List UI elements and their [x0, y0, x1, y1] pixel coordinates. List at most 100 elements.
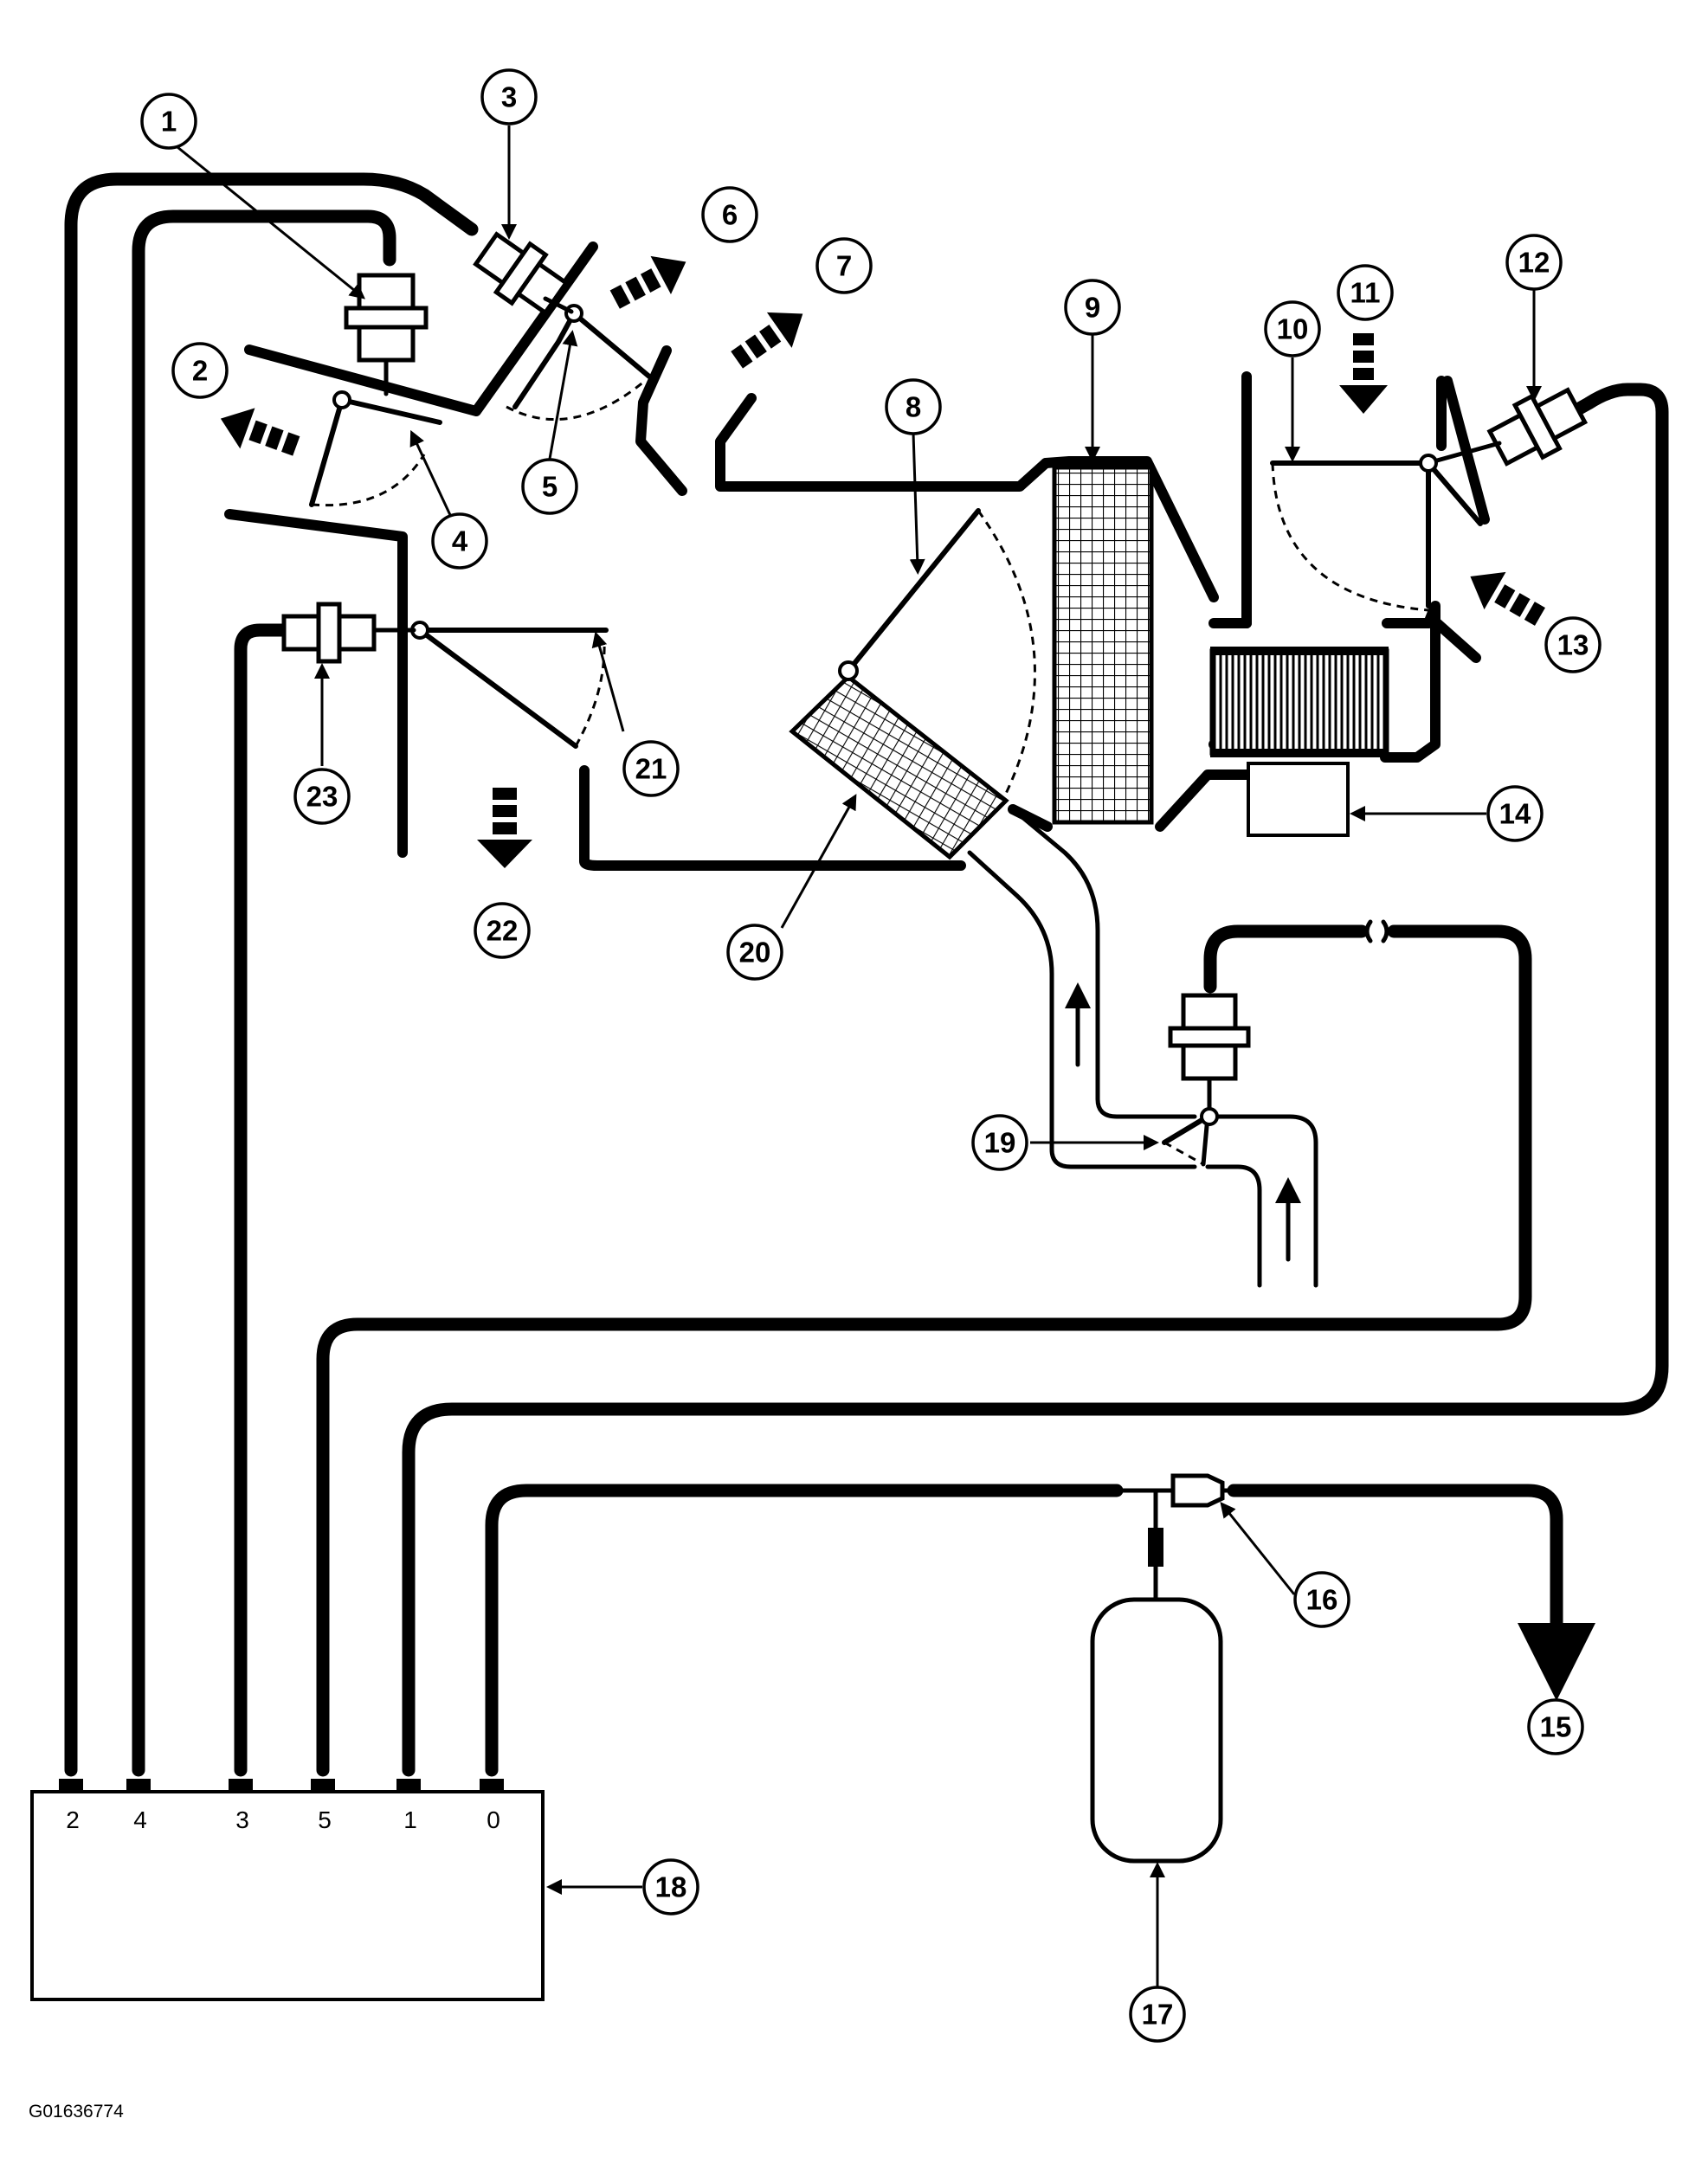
callout-7: 7: [815, 237, 873, 294]
duct-fresh-inlet: [1442, 376, 1490, 525]
callout-19: 19: [971, 1114, 1028, 1171]
callout-13: 13: [1544, 616, 1602, 673]
figure-id: G01636774: [29, 2102, 124, 2122]
hose-port-5: [316, 924, 1532, 1777]
hose-supply-out: [1227, 1484, 1595, 1701]
callout-4: 4: [431, 512, 488, 570]
callout-16: 16: [1293, 1571, 1350, 1628]
port-label: 3: [235, 1806, 249, 1833]
svg-text:5: 5: [542, 471, 558, 503]
svg-text:18: 18: [655, 1871, 687, 1903]
leader-lines: [177, 126, 1542, 1986]
port-label: 5: [318, 1806, 332, 1833]
callout-5: 5: [521, 458, 578, 515]
hose-port-2: [64, 172, 479, 1777]
svg-text:4: 4: [452, 525, 468, 557]
coolant-lines: [967, 807, 1318, 1288]
svg-text:19: 19: [984, 1127, 1016, 1159]
callout-10: 10: [1264, 300, 1321, 357]
callout-20: 20: [726, 924, 783, 981]
airflow-22: [477, 788, 532, 868]
hose-port-3: [234, 623, 291, 1777]
port-label: 1: [403, 1806, 417, 1833]
svg-text:9: 9: [1085, 292, 1100, 324]
svg-text:20: 20: [739, 937, 771, 969]
svg-text:10: 10: [1277, 313, 1309, 345]
actuator-19: [1168, 993, 1251, 1126]
airflow-arrows: [220, 255, 1545, 868]
duct-inlet-wall: [1380, 376, 1447, 763]
restrictor: [1148, 1528, 1163, 1567]
evaporator-core: [1052, 465, 1154, 825]
actuator-12: [1486, 387, 1589, 467]
coolant-line-inner: [967, 850, 1262, 1288]
airflow-7: [731, 312, 803, 369]
callout-1: 1: [140, 93, 197, 150]
callout-11: 11: [1337, 264, 1394, 321]
vacuum-reservoir-17: [1090, 1597, 1223, 1864]
actuator-3: [473, 231, 570, 316]
svg-text:12: 12: [1518, 247, 1550, 279]
callout-15: 15: [1527, 1698, 1584, 1755]
door-4: [309, 397, 345, 507]
duct-heater-bottom: [1155, 769, 1252, 832]
duct-heater-top: [1041, 456, 1219, 602]
heater-core: [789, 673, 1009, 860]
hose-port-0: [485, 1484, 1124, 1777]
callout-2: 2: [171, 342, 229, 399]
actuator-23: [281, 602, 416, 664]
airflow-2: [220, 408, 300, 456]
callout-3: 3: [480, 68, 538, 126]
svg-text:14: 14: [1499, 798, 1531, 830]
callout-18: 18: [642, 1858, 699, 1916]
cores: [789, 465, 1389, 860]
check-valve-16: [1114, 1473, 1236, 1508]
port-label: 2: [66, 1806, 80, 1833]
callout-12: 12: [1505, 234, 1563, 291]
svg-text:6: 6: [722, 199, 738, 231]
airflow-6: [609, 255, 686, 309]
duct-inlet-lip: [1432, 618, 1481, 663]
svg-text:21: 21: [635, 753, 667, 785]
svg-text:8: 8: [906, 391, 921, 423]
water-valve-door: [1162, 1114, 1210, 1145]
duct-wall-lower-left: [224, 509, 408, 858]
svg-text:3: 3: [501, 81, 517, 113]
svg-text:17: 17: [1142, 1999, 1174, 2031]
airflow-11: [1339, 333, 1388, 414]
actuators: [281, 231, 1589, 1126]
callout-9: 9: [1064, 279, 1121, 336]
airflow-13: [1470, 571, 1545, 626]
svg-text:15: 15: [1540, 1711, 1572, 1743]
hose-port-1: [402, 383, 1669, 1777]
duct-wall-center-b: [715, 393, 1051, 492]
svg-text:16: 16: [1306, 1584, 1338, 1616]
svg-text:7: 7: [836, 250, 852, 282]
duct-wall-floor: [579, 765, 966, 871]
callout-21: 21: [622, 740, 680, 797]
hose-port-4: [132, 209, 396, 1777]
blower-wheel: [1209, 648, 1389, 756]
svg-text:23: 23: [306, 781, 338, 813]
door-8: [846, 508, 981, 673]
callout-8: 8: [885, 378, 942, 435]
callout-17: 17: [1129, 1986, 1186, 2043]
callout-22: 22: [474, 902, 531, 959]
svg-text:22: 22: [487, 915, 519, 947]
hose-19-supply: [1203, 924, 1369, 994]
control-assembly-18: 2 4 3 5 1 0: [30, 1779, 545, 2001]
callout-14: 14: [1486, 785, 1544, 842]
svg-text:13: 13: [1557, 629, 1589, 661]
svg-text:2: 2: [192, 355, 208, 387]
actuator-1: [344, 273, 429, 396]
port-label: 0: [487, 1806, 500, 1833]
blower-motor: [1247, 762, 1350, 837]
callout-23: 23: [293, 768, 351, 825]
port-label: 4: [133, 1806, 147, 1833]
callouts: 1 2 3 4 5 6 7 8 9 10 11 12 13 14 15 16 1…: [140, 68, 1602, 2043]
duct-wall-center-a: [635, 345, 687, 496]
coolant-line-outer: [1010, 807, 1318, 1288]
door-5: [571, 311, 652, 379]
doors: [309, 304, 1483, 802]
